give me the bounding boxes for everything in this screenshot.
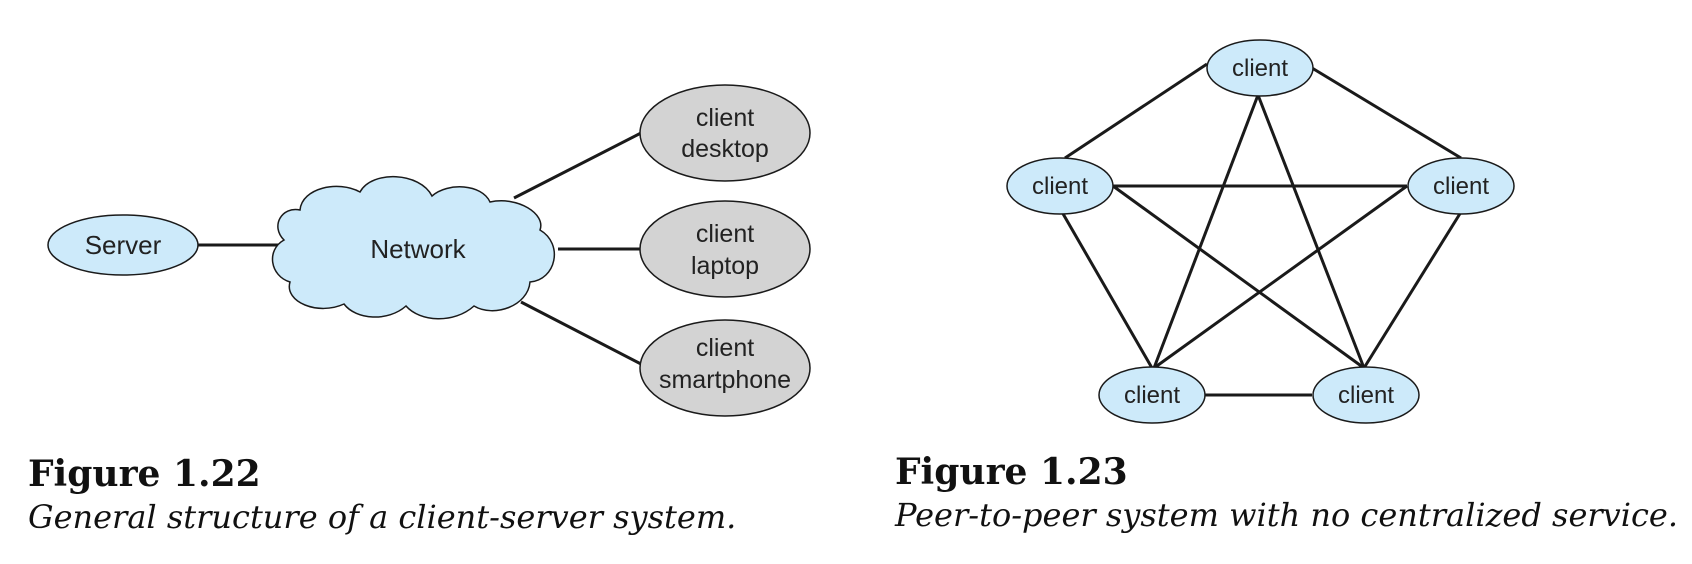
- peer-label-left: client: [1032, 173, 1088, 200]
- peer-link-top-bottomleft: [1152, 94, 1260, 369]
- peer-label-bottom-left: client: [1124, 382, 1180, 409]
- peer-link-top-right: [1311, 66, 1462, 160]
- figure-1-22-caption: General structure of a client-server sys…: [28, 498, 737, 536]
- client-smartphone-label-line2: smartphone: [659, 366, 791, 394]
- client-server-diagram: Server Network client desktop client lap…: [47, 84, 811, 417]
- peer-node-bottom-right: [1312, 366, 1420, 424]
- peer-link-left-bottomleft: [1060, 211, 1154, 369]
- network-cloud: [271, 176, 556, 320]
- peer-link-top-bottomright: [1256, 94, 1366, 369]
- server-node: [47, 214, 199, 276]
- peer-label-right: client: [1433, 173, 1489, 200]
- client-laptop-label-line1: client: [696, 220, 754, 248]
- peer-link-right-bottomleft: [1153, 184, 1408, 370]
- peer-label-bottom-right: client: [1338, 382, 1394, 409]
- peer-link-left-bottomright: [1112, 184, 1365, 370]
- client-laptop-node: [639, 200, 811, 298]
- client-desktop-label-line1: client: [696, 104, 754, 132]
- network-desktop-link: [513, 131, 642, 200]
- peer-link-right-bottomright: [1362, 211, 1463, 369]
- peer-node-bottom-left: [1098, 366, 1206, 424]
- peer-label-top: client: [1232, 55, 1288, 82]
- network-smartphone-link: [520, 300, 642, 366]
- client-smartphone-node: [639, 319, 811, 417]
- figure-1-23-caption: Peer-to-peer system with no centralized …: [895, 496, 1679, 534]
- client-desktop-label-line2: desktop: [681, 135, 769, 163]
- figure-1-23-title: Figure 1.23: [895, 451, 1128, 493]
- server-label: Server: [85, 230, 162, 260]
- peer-to-peer-diagram: client client client client client: [1006, 39, 1515, 424]
- figure-1-22-title: Figure 1.22: [28, 453, 261, 495]
- client-laptop-label-line2: laptop: [691, 252, 759, 280]
- network-label: Network: [370, 234, 466, 264]
- client-smartphone-label-line1: client: [696, 334, 754, 362]
- client-desktop-node: [639, 84, 811, 182]
- peer-node-right: [1407, 157, 1515, 215]
- peer-link-top-left: [1064, 62, 1208, 160]
- peer-node-top: [1206, 39, 1314, 97]
- peer-node-left: [1006, 157, 1114, 215]
